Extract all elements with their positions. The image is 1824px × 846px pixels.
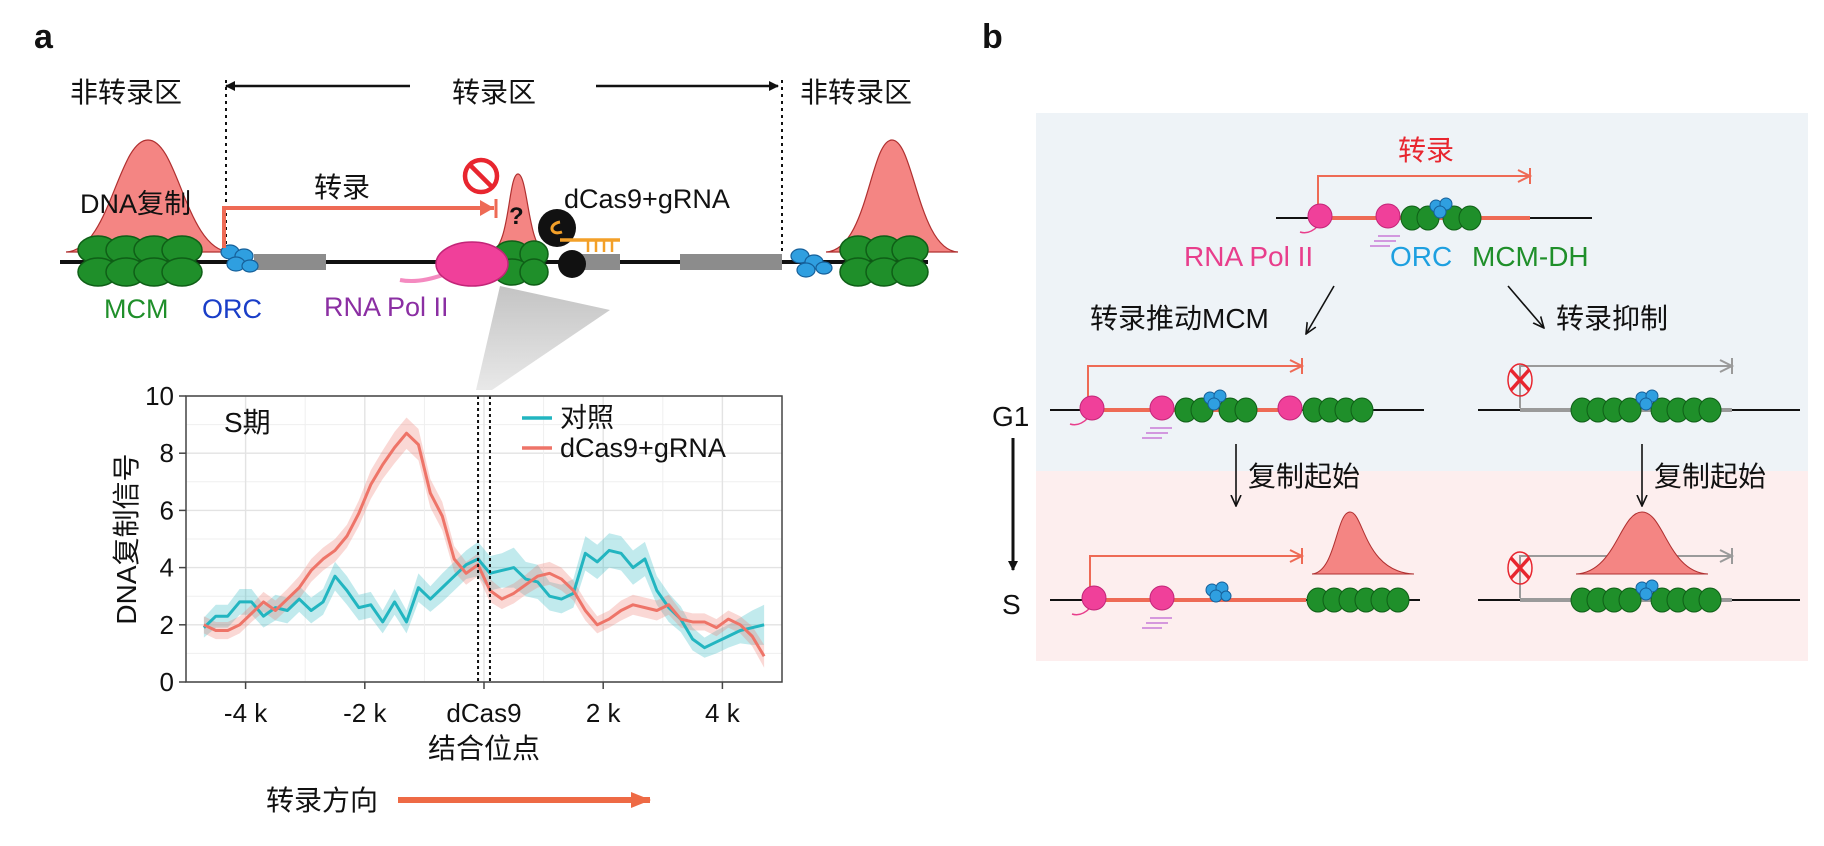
chart-ytick-label: 0 <box>160 667 174 697</box>
transcription-title: 转录 <box>1398 135 1454 166</box>
rep-init-left-label: 复制起始 <box>1248 461 1360 492</box>
g1-right-orc-icon <box>1635 389 1659 411</box>
chart-ytick-label: 8 <box>160 438 174 468</box>
s-right-replication-peak-icon <box>1575 511 1709 575</box>
chart-title: S期 <box>224 407 271 438</box>
s-right-block-icon <box>1507 551 1533 585</box>
rna-pol-ii-label: RNA Pol II <box>324 292 449 322</box>
g1-left-pol-1-icon <box>1079 395 1105 421</box>
prohibited-sign-icon <box>462 157 500 195</box>
panel-a-letter: a <box>34 18 54 56</box>
g1-left-transcription-arrow <box>1087 365 1302 408</box>
g1-right-transcription-arrow <box>1519 365 1732 408</box>
question-mark: ? <box>509 203 524 230</box>
dcas9-label: dCas9+gRNA <box>564 184 730 214</box>
rep-init-right-label: 复制起始 <box>1654 461 1766 492</box>
s-right-mcm-icon <box>1570 587 1722 613</box>
chart-ytick-label: 2 <box>160 610 174 640</box>
orc-complex-right-icon <box>790 248 833 278</box>
transcribed-region-label: 转录区 <box>452 77 536 108</box>
s-label: S <box>1002 589 1021 620</box>
g1-label: G1 <box>992 401 1029 432</box>
chart-band-control <box>203 533 765 658</box>
g1-right-block-icon <box>1507 363 1533 397</box>
g1-right-mcm-icon <box>1570 397 1722 423</box>
s-left-pol-2-icon <box>1149 585 1175 611</box>
orc-label: ORC <box>202 294 262 324</box>
top-pol-ii-2-icon <box>1375 203 1401 229</box>
chart-ytick-label: 4 <box>160 553 174 583</box>
g1-left-orc-icon <box>1203 389 1227 411</box>
panel-b-letter: b <box>982 18 1003 56</box>
chart-legend-label: dCas9+gRNA <box>560 433 726 463</box>
replication-chart: 0 2 4 6 8 10 -4 k -2 k dCas9 2 k 4 k 结合位点 DNA复制信号 S期 对… <box>111 381 783 764</box>
nontranscribed-left-label: 非转录区 <box>70 77 182 108</box>
push-branch-arrow <box>1306 285 1335 334</box>
s-left-orc-icon <box>1205 581 1232 603</box>
top-pol-ii-label: RNA Pol II <box>1184 241 1313 272</box>
dna-replication-label: DNA复制 <box>80 189 191 219</box>
mcm-complex-left-icon <box>77 235 203 287</box>
s-left-transcription-arrow <box>1089 555 1302 598</box>
chart-xlabel: 结合位点 <box>428 733 540 764</box>
top-pol-ii-1-icon <box>1307 203 1333 229</box>
chart-ytick-label: 10 <box>145 381 174 411</box>
chart-legend-label: 对照 <box>560 403 614 433</box>
panel-a: a 非转录区 转录区 非转录区 DNA复制 <box>34 18 959 816</box>
g1-left-pol-2-icon <box>1149 395 1175 421</box>
s-left-replication-peak-icon <box>1311 511 1415 575</box>
top-mcm-dh-label: MCM-DH <box>1472 241 1589 272</box>
top-transcription-arrow <box>1317 175 1530 210</box>
mcm-label: MCM <box>104 294 168 324</box>
s-right-orc-icon <box>1635 579 1659 601</box>
transcription-arrow-head <box>480 200 494 216</box>
chart-band-dcas9 <box>203 417 765 668</box>
s-background <box>1036 471 1808 661</box>
s-left-pol-1-icon <box>1081 585 1107 611</box>
chart-ylabel: DNA复制信号 <box>111 453 142 624</box>
chart-xtick-label: -2 k <box>343 698 387 728</box>
top-mcm-icon <box>1400 205 1482 231</box>
mcm-complex-middle-icon <box>493 240 549 286</box>
top-orc-label: ORC <box>1390 241 1452 272</box>
chart-xtick-label: dCas9 <box>446 698 521 728</box>
gene-block-1 <box>254 254 326 270</box>
replication-peak-left-icon <box>65 139 231 253</box>
rna-pol-ii-icon <box>435 241 509 287</box>
transcription-label: 转录 <box>314 172 370 203</box>
g1-left-mcm-2-icon <box>1302 397 1374 423</box>
replication-peak-right-icon <box>825 139 959 253</box>
chart-line-control <box>202 548 765 650</box>
transcription-arrow <box>222 206 494 248</box>
g1-left-pol-3-icon <box>1277 395 1303 421</box>
chart-ytick-label: 6 <box>160 495 174 525</box>
chart-xtick-label: -4 k <box>224 698 268 728</box>
transcription-direction-label: 转录方向 <box>266 785 378 816</box>
mcm-complex-right-icon <box>839 235 929 287</box>
gene-block-4 <box>680 254 782 270</box>
top-orc-icon <box>1429 197 1453 219</box>
g1-left-mcm-1-icon <box>1174 397 1258 423</box>
s-left-mcm-icon <box>1306 587 1410 613</box>
inhibit-label: 转录抑制 <box>1556 303 1668 334</box>
nontranscribed-right-label: 非转录区 <box>800 77 912 108</box>
chart-xtick-label: 4 k <box>705 698 741 728</box>
zoom-wedge <box>476 286 610 390</box>
chart-xtick-label: 2 k <box>586 698 622 728</box>
chart-line-dcas9 <box>203 431 766 658</box>
panel-b: b 转录 RNA Pol II ORC MCM-DH 转录推动MCM 转录抑制 … <box>982 18 1808 661</box>
orc-complex-left-icon <box>220 244 259 273</box>
dcas9-complex-icon <box>538 209 620 278</box>
push-mcm-label: 转录推动MCM <box>1090 303 1269 334</box>
inhibit-branch-arrow <box>1507 285 1544 328</box>
